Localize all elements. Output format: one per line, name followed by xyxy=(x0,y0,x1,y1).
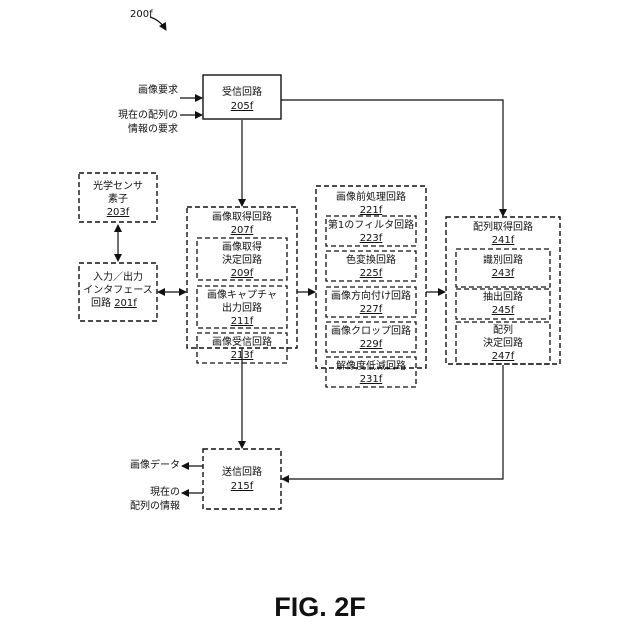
transmit-circuit-label: 送信回路 xyxy=(203,466,281,479)
image-crop-ref: 229f xyxy=(326,338,416,351)
preprocessing-label: 画像前処理回路 xyxy=(316,191,426,204)
color-conversion-ref: 225f xyxy=(326,267,416,280)
extraction-ref: 245f xyxy=(456,304,550,317)
image-request-label: 画像要求 xyxy=(100,84,178,97)
color-conversion-label: 色変換回路 xyxy=(326,254,416,267)
io-interface-label-3: 回路 xyxy=(91,298,111,309)
array-decision-ref: 247f xyxy=(456,350,550,363)
optical-sensor-ref: 203f xyxy=(79,206,157,219)
array-info-label-1: 現在の xyxy=(100,486,180,499)
transmit-circuit-box xyxy=(203,449,281,509)
io-interface-label-1: 入力／出力 xyxy=(79,271,157,284)
image-crop-label: 画像クロップ回路 xyxy=(326,325,416,338)
io-interface-ref: 201f xyxy=(114,298,137,309)
image-acq-decision-label-2: 決定回路 xyxy=(197,254,287,267)
array-acquisition-ref: 241f xyxy=(446,234,560,247)
array-info-request-label-2: 情報の要求 xyxy=(100,123,178,136)
image-acq-decision-ref: 209f xyxy=(197,267,287,280)
optical-sensor-label-1: 光学センサ xyxy=(79,180,157,193)
array-decision-label-2: 決定回路 xyxy=(456,337,550,350)
array-decision-label-1: 配列 xyxy=(456,324,550,337)
array-info-label-2: 配列の情報 xyxy=(100,500,180,513)
first-filter-ref: 223f xyxy=(326,232,416,245)
image-receive-label: 画像受信回路 xyxy=(197,336,287,349)
transmit-circuit-ref: 215f xyxy=(203,480,281,493)
array-info-request-label-1: 現在の配列の xyxy=(100,109,178,122)
image-orientation-label: 画像方向付け回路 xyxy=(326,290,416,303)
preprocessing-ref: 221f xyxy=(316,204,426,217)
image-capture-output-ref: 211f xyxy=(197,315,287,328)
image-capture-output-label-1: 画像キャプチャ xyxy=(197,289,287,302)
optical-sensor-label-2: 素子 xyxy=(79,193,157,206)
image-data-label: 画像データ xyxy=(100,459,180,472)
receive-circuit-label: 受信回路 xyxy=(203,86,281,99)
io-interface-label-3-row: 回路 201f xyxy=(91,297,137,310)
identification-ref: 243f xyxy=(456,267,550,280)
image-acquisition-ref: 207f xyxy=(187,224,297,237)
receive-circuit-ref: 205f xyxy=(203,100,281,113)
identification-label: 識別回路 xyxy=(456,254,550,267)
image-orientation-ref: 227f xyxy=(326,303,416,316)
figure-ref: 200f xyxy=(130,8,153,21)
image-receive-ref: 213f xyxy=(197,349,287,362)
array-acquisition-label: 配列取得回路 xyxy=(446,221,560,234)
extraction-label: 抽出回路 xyxy=(456,291,550,304)
image-acquisition-label: 画像取得回路 xyxy=(187,211,297,224)
resolution-reduction-label: 解像度低減回路 xyxy=(326,360,416,373)
first-filter-label: 第1のフィルタ回路 xyxy=(326,219,416,232)
image-capture-output-label-2: 出力回路 xyxy=(197,302,287,315)
figure-label: FIG. 2F xyxy=(0,592,640,623)
io-interface-label-2: インタフェース xyxy=(79,284,157,297)
image-acq-decision-label-1: 画像取得 xyxy=(197,241,287,254)
resolution-reduction-ref: 231f xyxy=(326,373,416,386)
